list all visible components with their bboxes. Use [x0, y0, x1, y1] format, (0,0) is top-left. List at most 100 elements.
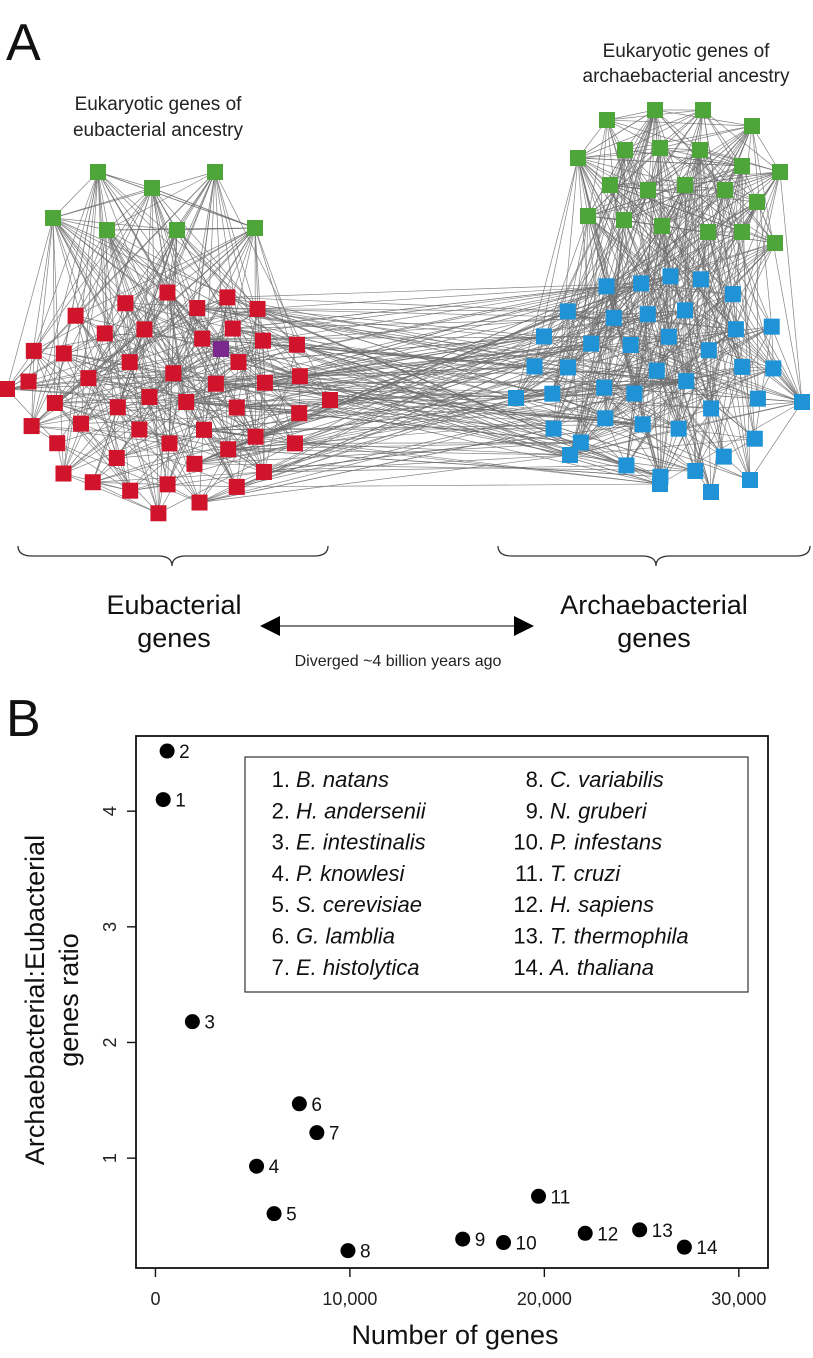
eubacterial-gene-node — [165, 365, 182, 382]
network-edge — [130, 471, 264, 492]
network-edge — [659, 366, 743, 485]
network-edge — [257, 308, 544, 337]
network-edge — [264, 382, 517, 399]
eubacterial-gene-node — [117, 295, 134, 312]
network-edge — [661, 171, 781, 227]
legend-item-number: 6. — [272, 924, 290, 949]
network-edge — [31, 401, 187, 427]
network-edge — [684, 242, 776, 311]
network-edge — [52, 217, 174, 374]
network-edge — [227, 283, 642, 298]
network-edge — [613, 219, 625, 318]
archaebacterial-gene-node — [724, 286, 741, 303]
network-edge — [194, 275, 671, 465]
network-edge — [553, 286, 607, 429]
legend-item-number: 3. — [272, 830, 290, 855]
network-edge — [202, 285, 607, 339]
legend-item-number: 13. — [513, 924, 544, 949]
legend-item-number: 9. — [526, 798, 544, 823]
network-edge — [151, 187, 198, 309]
network-edge — [202, 338, 535, 367]
network-edge — [199, 393, 635, 503]
archaebacterial-gene-node — [622, 336, 639, 353]
archaebacterial-gene-node — [535, 328, 552, 345]
eukaryotic-archaebacterial-gene-node — [734, 158, 750, 174]
network-edge — [215, 283, 642, 385]
network-edge — [75, 315, 200, 503]
network-edge — [577, 157, 649, 191]
highlighted-gene-node — [213, 341, 229, 357]
archaebacterial-gene-node — [626, 385, 643, 402]
legend-item-species: E. intestinalis — [296, 830, 426, 855]
eubacterial-gene-node — [0, 381, 15, 397]
network-edge — [623, 125, 753, 221]
data-point-label-2: 2 — [179, 742, 190, 763]
archaebacterial-gene-node — [742, 472, 758, 488]
network-edge — [606, 119, 753, 127]
network-edge — [630, 344, 725, 457]
data-point-8 — [340, 1243, 356, 1259]
network-edge — [609, 171, 781, 186]
network-edge — [116, 457, 200, 503]
network-edge — [125, 227, 256, 304]
network-edge — [33, 171, 99, 352]
network-edge — [700, 165, 743, 280]
network-edge — [577, 109, 704, 159]
network-edge — [647, 189, 776, 244]
eubacterial-gene-node — [286, 435, 303, 452]
left-cluster-title-line-1: Eukaryotic genes of — [75, 94, 243, 115]
network-edge — [707, 231, 737, 330]
network-edge — [569, 368, 774, 456]
network-edge — [197, 307, 569, 368]
network-edge — [203, 387, 605, 431]
eubacterial-gene-node — [228, 478, 245, 495]
network-edge — [626, 242, 776, 466]
network-edge — [724, 171, 781, 191]
eukaryotic-eubacterial-gene-node — [247, 220, 263, 236]
eubacterial-gene-node — [186, 455, 203, 472]
network-edge — [756, 201, 759, 399]
network-edge — [238, 361, 265, 473]
legend-item-species: N. gruberi — [550, 798, 648, 823]
network-edge — [694, 149, 701, 471]
network-edge — [197, 307, 517, 399]
panel-a-letter: A — [6, 14, 41, 72]
network-edge — [640, 225, 663, 284]
network-edge — [299, 366, 535, 377]
network-edge — [553, 157, 579, 429]
network-edge — [749, 401, 803, 481]
archaebacterial-gene-node — [662, 268, 679, 285]
network-edge — [623, 189, 726, 221]
archaebacterial-gene-node — [598, 278, 615, 295]
eubacterial-gene-node — [194, 330, 211, 347]
eubacterial-gene-node — [121, 354, 138, 371]
legend-item-species: C. variabilis — [550, 767, 664, 792]
eubacterial-gene-node — [255, 464, 272, 481]
network-edge — [52, 217, 56, 404]
network-edge — [661, 225, 686, 311]
network-edge — [31, 229, 108, 427]
legend-item-number: 1. — [272, 767, 290, 792]
data-point-11 — [531, 1188, 547, 1204]
network-edge — [329, 310, 686, 401]
eubacterial-gene-node — [141, 389, 158, 406]
archaebacterial-gene-node — [670, 420, 687, 437]
legend-item-number: 5. — [272, 892, 290, 917]
data-point-label-13: 13 — [652, 1221, 673, 1242]
network-edge — [215, 383, 661, 485]
eubacterial-gene-node — [25, 342, 42, 359]
network-edge — [661, 189, 726, 227]
network-edge — [606, 231, 743, 287]
network-edge — [80, 423, 237, 488]
network-edge — [606, 171, 781, 287]
x-axis-title: Number of genes — [351, 1320, 558, 1350]
archaebacterial-gene-node — [596, 379, 613, 396]
network-edge — [52, 187, 153, 219]
legend-item-species: B. natans — [296, 767, 389, 792]
network-edge — [684, 125, 753, 186]
x-tick-label: 10,000 — [322, 1289, 377, 1309]
archaebacterial-gene-node — [639, 306, 656, 323]
eukaryotic-archaebacterial-gene-node — [616, 212, 632, 228]
